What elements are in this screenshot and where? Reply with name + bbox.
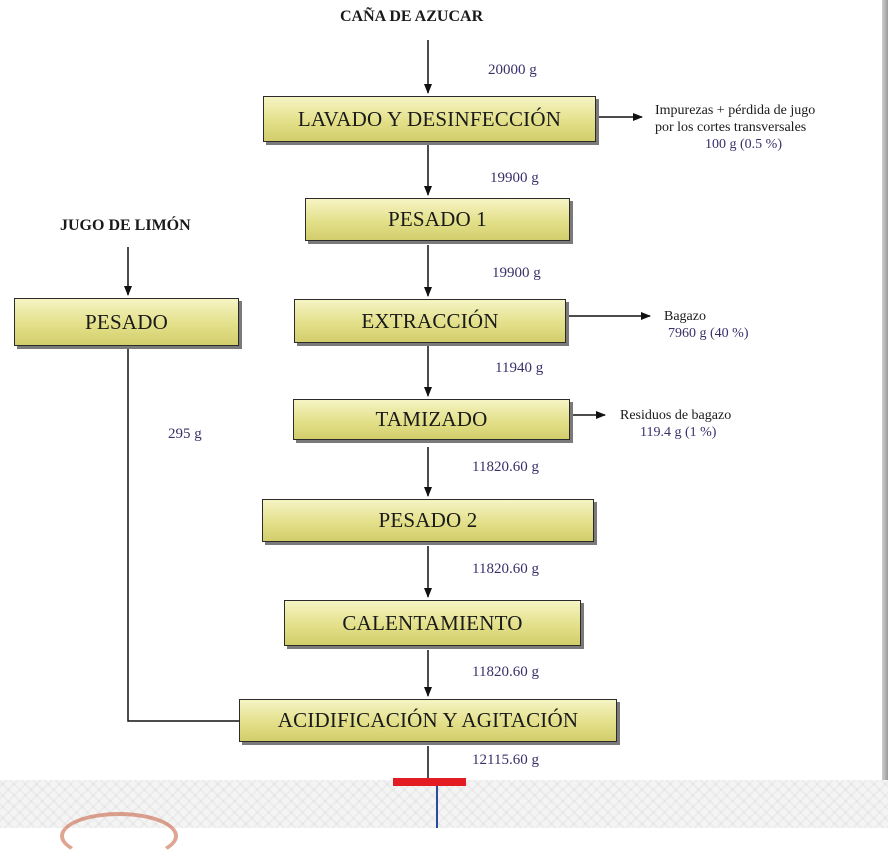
quantity-after-acidificacion: 12115.60 g [472, 752, 539, 768]
step-pesado-limon-label: PESADO [85, 309, 168, 334]
quantity-after-calentamiento: 11820.60 g [472, 664, 539, 680]
loss-extraccion-line-2: 7960 g (40 %) [668, 326, 749, 341]
loss-note-lavado: Impurezas + pérdida de jugo por los cort… [655, 102, 815, 153]
partial-logo [60, 812, 178, 860]
step-tamizado-label: TAMIZADO [375, 407, 488, 431]
input-cane-label: CAÑA DE AZUCAR [340, 8, 484, 25]
step-pesado-1-label: PESADO 1 [387, 207, 488, 231]
step-acidificacion: ACIDIFICACIÓN Y AGITACIÓN [239, 699, 617, 742]
loss-lavado-line-2: por los cortes transversales [655, 120, 807, 135]
quantity-after-extraccion: 11940 g [495, 360, 544, 376]
loss-note-extraccion: Bagazo 7960 g (40 %) [664, 308, 749, 342]
loss-note-tamizado: Residuos de bagazo 119.4 g (1 %) [620, 407, 731, 441]
quantity-after-pesado-2: 11820.60 g [472, 561, 539, 577]
quantity-cane-input: 20000 g [488, 62, 537, 78]
loss-lavado-line-1: Impurezas + pérdida de jugo [655, 103, 816, 118]
step-calentamiento: CALENTAMIENTO [284, 600, 581, 646]
loss-extraccion-line-1: Bagazo [664, 309, 706, 324]
step-extraccion-label: EXTRACCIÓN [361, 308, 499, 333]
quantity-after-lavado: 19900 g [490, 170, 539, 186]
window-edge [882, 0, 888, 780]
flow-diagram: CAÑA DE AZUCAR JUGO DE LIMÓN LAVADO Y DE… [14, 8, 815, 780]
red-marker-bar [393, 778, 466, 786]
step-tamizado: TAMIZADO [293, 399, 570, 440]
blue-connector-line [436, 786, 438, 828]
step-pesado-2: PESADO 2 [262, 499, 594, 542]
step-lavado-label: LAVADO Y DESINFECCIÓN [297, 106, 562, 131]
loss-tamizado-line-2: 119.4 g (1 %) [640, 425, 717, 440]
connectors [124, 40, 651, 780]
quantity-lemon: 295 g [168, 426, 202, 442]
quantity-after-pesado-1: 19900 g [492, 265, 541, 281]
loss-lavado-line-3: 100 g (0.5 %) [705, 137, 782, 152]
quantity-after-tamizado: 11820.60 g [472, 459, 539, 475]
step-calentamiento-label: CALENTAMIENTO [342, 610, 523, 635]
step-lavado: LAVADO Y DESINFECCIÓN [263, 96, 596, 142]
step-pesado-2-label: PESADO 2 [378, 508, 478, 532]
step-pesado-1: PESADO 1 [305, 198, 570, 241]
input-lemon-label: JUGO DE LIMÓN [60, 217, 191, 234]
step-extraccion: EXTRACCIÓN [294, 299, 566, 343]
step-pesado-limon: PESADO [14, 298, 239, 346]
loss-tamizado-line-1: Residuos de bagazo [620, 408, 732, 423]
step-acidificacion-label: ACIDIFICACIÓN Y AGITACIÓN [277, 708, 579, 732]
line-pesado-to-acidificacion [127, 349, 240, 722]
